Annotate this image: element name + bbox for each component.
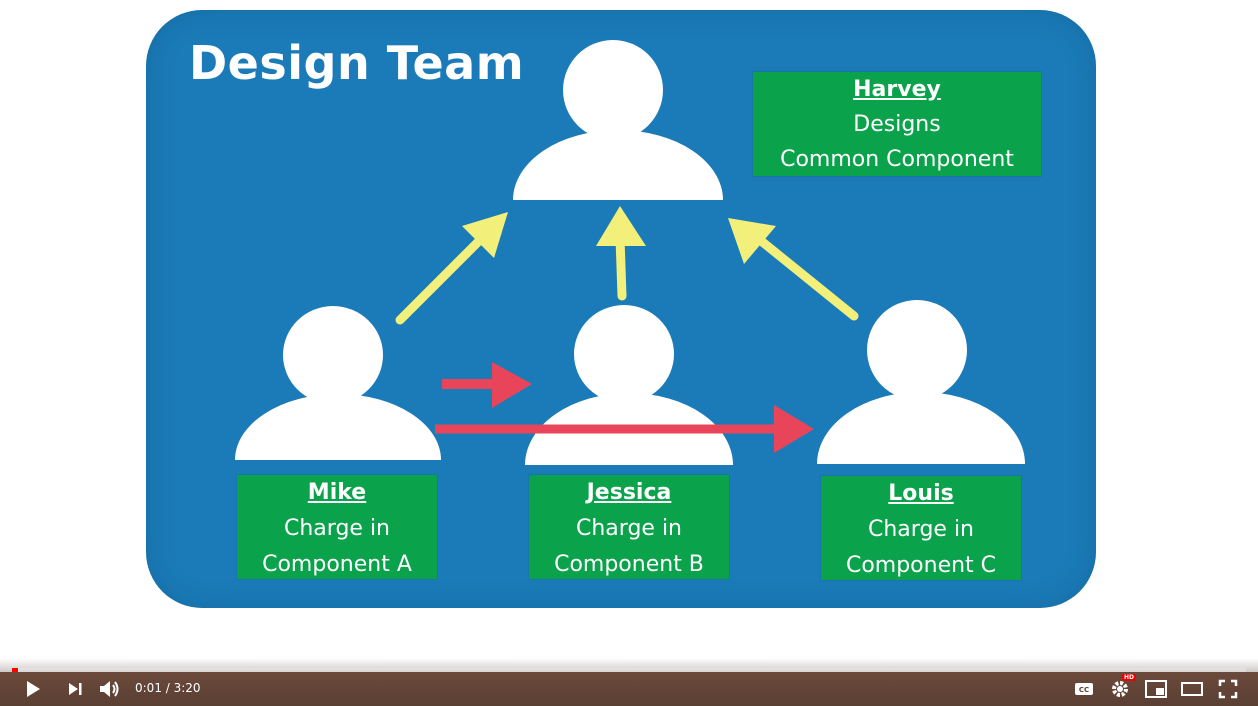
- next-button[interactable]: [63, 677, 87, 701]
- play-button[interactable]: [21, 677, 45, 701]
- card-jessica-line1: Charge in: [576, 516, 682, 541]
- card-louis-name: Louis: [888, 481, 954, 506]
- fullscreen-button[interactable]: [1216, 677, 1240, 701]
- svg-text:CC: CC: [1079, 686, 1089, 694]
- card-jessica: Jessica Charge in Component B: [529, 475, 729, 579]
- captions-icon: CC: [1075, 683, 1093, 695]
- card-louis-line2: Component C: [845, 553, 997, 578]
- progress-played: [12, 668, 19, 672]
- card-mike-line1: Charge in: [284, 516, 390, 541]
- slide-title: Design Team: [189, 36, 525, 90]
- progress-bar[interactable]: [12, 668, 1246, 672]
- theater-icon: [1181, 682, 1203, 696]
- card-mike: Mike Charge in Component A: [237, 475, 437, 579]
- card-harvey: Harvey Designs Common Component: [753, 72, 1041, 176]
- miniplayer-icon: [1145, 680, 1167, 698]
- person-jessica-icon: [525, 305, 733, 465]
- next-icon: [69, 683, 82, 695]
- card-louis: Louis Charge in Component C: [821, 476, 1021, 580]
- fullscreen-icon: [1218, 679, 1238, 699]
- captions-button[interactable]: CC: [1072, 677, 1096, 701]
- card-mike-line2: Component A: [262, 552, 412, 577]
- time-display: 0:01 / 3:20: [135, 681, 201, 695]
- settings-button[interactable]: HD: [1108, 674, 1136, 701]
- card-jessica-line2: Component B: [554, 552, 704, 577]
- hd-badge: HD: [1121, 674, 1136, 681]
- miniplayer-button[interactable]: [1144, 677, 1168, 701]
- theater-button[interactable]: [1180, 677, 1204, 701]
- card-mike-name: Mike: [307, 480, 367, 505]
- card-harvey-line1: Designs: [853, 112, 941, 137]
- play-icon: [27, 681, 40, 697]
- card-harvey-line2: Common Component: [780, 147, 1014, 172]
- volume-icon: [100, 681, 119, 697]
- person-louis-icon: [817, 300, 1025, 464]
- card-louis-line1: Charge in: [868, 517, 974, 542]
- settings-icon: [1112, 681, 1128, 697]
- person-mike-icon: [235, 306, 441, 460]
- card-harvey-name: Harvey: [853, 77, 941, 102]
- person-harvey-icon: [513, 40, 723, 200]
- control-bar: 0:01 / 3:20 CC HD: [0, 672, 1258, 706]
- card-jessica-name: Jessica: [586, 480, 672, 505]
- volume-button[interactable]: [98, 677, 122, 701]
